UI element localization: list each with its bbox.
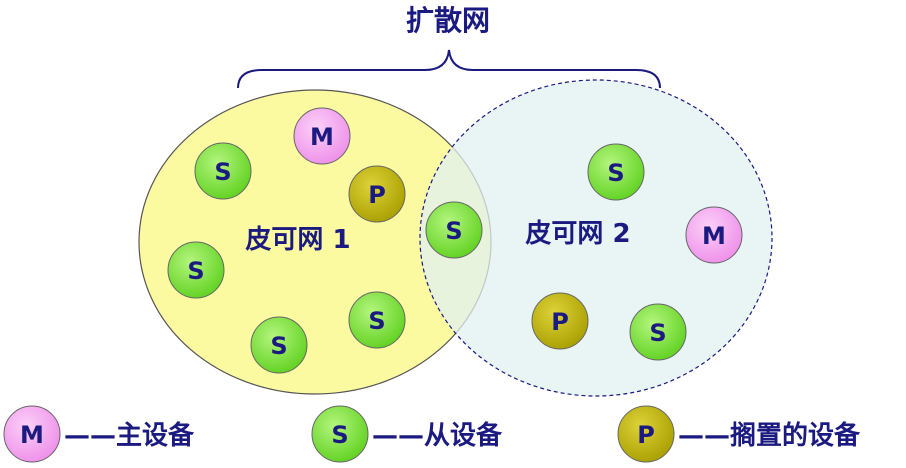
slave-device-icon xyxy=(250,316,308,374)
slave-device-icon xyxy=(587,143,645,201)
node-master-1: M xyxy=(293,107,351,165)
node-master-2: M xyxy=(685,206,743,264)
parked-device-icon xyxy=(531,292,589,350)
legend-letter: M xyxy=(20,421,44,449)
parked-device-icon xyxy=(617,405,675,463)
node-parked-1: P xyxy=(348,165,406,223)
scatternet-brace xyxy=(237,49,661,89)
node-slave-5: S xyxy=(587,143,645,201)
slave-device-icon xyxy=(167,241,225,299)
legend-text: ——从设备 xyxy=(372,421,503,451)
slave-device-icon xyxy=(348,291,406,349)
node-letter: M xyxy=(310,123,334,151)
master-device-icon xyxy=(685,206,743,264)
legend: M ——主设备 S ——从设备 P ——搁置的设备 xyxy=(3,405,861,463)
node-slave-bridge: S xyxy=(425,201,483,259)
node-slave-6: S xyxy=(629,303,687,361)
legend-letter: P xyxy=(637,421,655,449)
piconet-2 xyxy=(419,79,773,397)
node-slave-2: S xyxy=(167,241,225,299)
slave-device-icon xyxy=(629,303,687,361)
slave-device-icon xyxy=(194,142,252,200)
node-letter: S xyxy=(270,332,287,360)
piconet-2-label: 皮可网 2 xyxy=(525,219,630,249)
node-letter: S xyxy=(187,257,204,285)
node-letter: S xyxy=(368,307,385,335)
node-letter: S xyxy=(649,319,666,347)
master-device-icon xyxy=(3,405,61,463)
node-slave-4: S xyxy=(250,316,308,374)
legend-letter: S xyxy=(331,421,348,449)
legend-text: ——搁置的设备 xyxy=(678,420,861,451)
node-letter: P xyxy=(368,181,386,209)
legend-item-slave: S ——从设备 xyxy=(311,405,503,463)
node-parked-2: P xyxy=(531,292,589,350)
master-device-icon xyxy=(293,107,351,165)
node-letter: S xyxy=(607,159,624,187)
node-letter: P xyxy=(551,308,569,336)
slave-device-icon xyxy=(311,405,369,463)
legend-text: ——主设备 xyxy=(64,421,195,451)
slave-device-icon xyxy=(425,201,483,259)
legend-item-master: M ——主设备 xyxy=(3,405,195,463)
node-letter: M xyxy=(702,222,726,250)
node-letter: S xyxy=(445,217,462,245)
piconet-2-area xyxy=(419,79,773,397)
legend-item-parked: P ——搁置的设备 xyxy=(617,405,861,463)
piconet-1-label: 皮可网 1 xyxy=(245,225,350,255)
node-slave-3: S xyxy=(348,291,406,349)
scatternet-title: 扩散网 xyxy=(406,4,490,37)
parked-device-icon xyxy=(348,165,406,223)
node-slave-1: S xyxy=(194,142,252,200)
node-letter: S xyxy=(214,158,231,186)
